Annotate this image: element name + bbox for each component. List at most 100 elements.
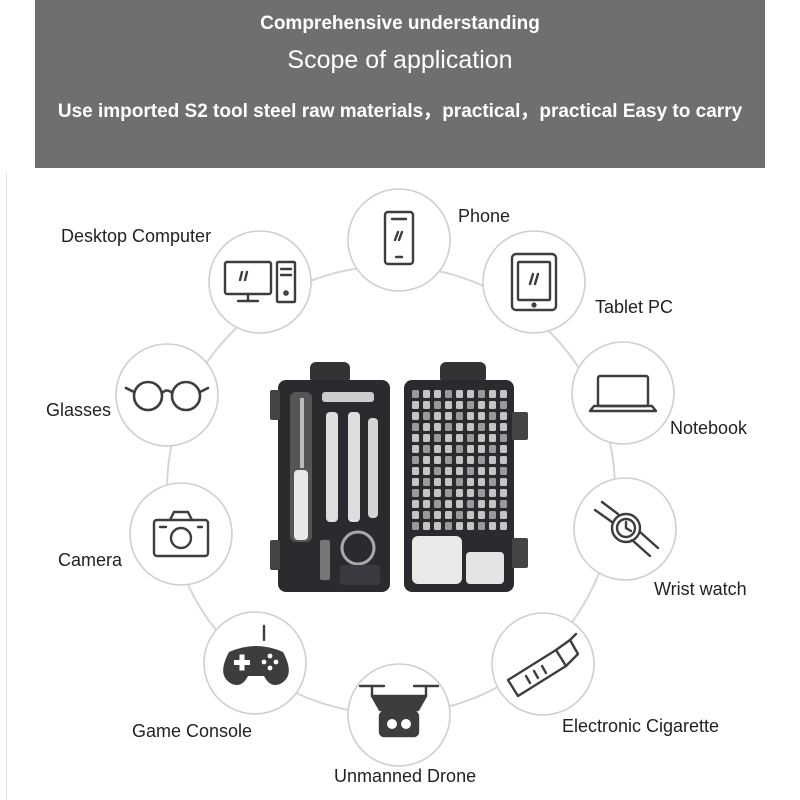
screwdriver-bit: [423, 489, 430, 497]
screwdriver-bit: [500, 500, 507, 508]
screwdriver-bit: [412, 401, 419, 409]
label-notebook: Notebook: [670, 418, 748, 438]
screwdriver-bit: [489, 500, 496, 508]
screwdriver-bit: [445, 401, 452, 409]
banner-tagline: Use imported S2 tool steel raw materials…: [57, 101, 743, 122]
screwdriver-bit: [489, 478, 496, 486]
screwdriver-bit: [434, 423, 441, 431]
screwdriver-bit: [434, 445, 441, 453]
tablet-icon: [510, 252, 558, 312]
screwdriver-bit: [456, 522, 463, 530]
icon-circle-glasses-icon: [115, 343, 219, 447]
screwdriver-bit: [500, 456, 507, 464]
screwdriver-bit: [500, 522, 507, 530]
icon-circle-desktop-computer-icon: [208, 230, 312, 334]
screwdriver-bit: [423, 511, 430, 519]
wristwatch-icon: [593, 500, 660, 558]
screwdriver-bit: [478, 456, 485, 464]
screwdriver-bit: [434, 390, 441, 398]
screwdriver-bit: [489, 390, 496, 398]
screwdriver-bit: [456, 500, 463, 508]
banner-title: Scope of application: [287, 46, 513, 74]
screwdriver-bit: [445, 511, 452, 519]
icon-circle-e-cigarette-icon: [491, 612, 595, 716]
screwdriver-bit: [434, 511, 441, 519]
screwdriver-bit: [467, 434, 474, 442]
screwdriver-bit: [467, 478, 474, 486]
screwdriver-bit: [500, 412, 507, 420]
screwdriver-bit: [456, 456, 463, 464]
screwdriver-bit: [467, 445, 474, 453]
screwdriver-bit: [467, 456, 474, 464]
screwdriver-bit: [445, 390, 452, 398]
glasses-icon: [124, 380, 210, 412]
screwdriver-bit: [478, 467, 485, 475]
gamepad-icon: [223, 624, 289, 685]
screwdriver-bit: [456, 434, 463, 442]
screwdriver-bit: [445, 467, 452, 475]
screwdriver-bit: [467, 467, 474, 475]
label-camera: Camera: [58, 550, 123, 570]
screwdriver-bit: [423, 390, 430, 398]
screwdriver-bit: [445, 456, 452, 464]
screwdriver-bit: [467, 489, 474, 497]
screwdriver-bit: [412, 467, 419, 475]
label-unmanned-drone: Unmanned Drone: [334, 766, 477, 786]
screwdriver-bit: [489, 467, 496, 475]
screwdriver-bit: [445, 478, 452, 486]
screwdriver-bit: [445, 423, 452, 431]
screwdriver-bit: [478, 511, 485, 519]
screwdriver-bit: [478, 401, 485, 409]
screwdriver-bit: [489, 489, 496, 497]
desktop-computer-icon: [223, 260, 297, 304]
screwdriver-bit: [445, 445, 452, 453]
icon-circle-laptop-icon: [571, 341, 675, 445]
screwdriver-bit: [500, 489, 507, 497]
banner-heading: Comprehensive understanding: [260, 13, 540, 34]
screwdriver-bit: [434, 500, 441, 508]
screwdriver-bit: [434, 412, 441, 420]
screwdriver-bit: [456, 445, 463, 453]
screwdriver-bit: [467, 500, 474, 508]
screwdriver-bit: [445, 500, 452, 508]
drone-icon: [358, 684, 440, 738]
screwdriver-bit: [456, 390, 463, 398]
screwdriver-bit: [467, 390, 474, 398]
screwdriver-bit: [489, 434, 496, 442]
screwdriver-bit: [456, 401, 463, 409]
screwdriver-bit: [456, 423, 463, 431]
screwdriver-bit: [467, 412, 474, 420]
screwdriver-bit: [456, 478, 463, 486]
screwdriver-bit: [423, 445, 430, 453]
screwdriver-bit: [456, 467, 463, 475]
screwdriver-bit: [478, 434, 485, 442]
screwdriver-bit: [434, 456, 441, 464]
screwdriver-bit: [412, 412, 419, 420]
screwdriver-bit: [456, 412, 463, 420]
screwdriver-bit: [445, 434, 452, 442]
label-desktop-computer: Desktop Computer: [61, 226, 212, 246]
screwdriver-bit: [434, 489, 441, 497]
frame-line: [6, 172, 7, 800]
screwdriver-bit: [412, 456, 419, 464]
screwdriver-bit: [478, 478, 485, 486]
screwdriver-bit: [489, 412, 496, 420]
screwdriver-bit: [423, 423, 430, 431]
screwdriver-bit: [434, 401, 441, 409]
label-phone: Phone: [458, 206, 511, 226]
label-glasses: Glasses: [46, 400, 112, 420]
screwdriver-bit: [423, 412, 430, 420]
screwdriver-bit: [478, 412, 485, 420]
icon-circle-wristwatch-icon: [573, 477, 677, 581]
icon-circle-camera-icon: [129, 482, 233, 586]
screwdriver-bit: [412, 390, 419, 398]
label-tablet-pc: Tablet PC: [595, 297, 674, 317]
screwdriver-bit: [456, 511, 463, 519]
screwdriver-bit: [412, 511, 419, 519]
screwdriver-bit: [434, 467, 441, 475]
screwdriver-bit: [478, 500, 485, 508]
screwdriver-bit: [500, 401, 507, 409]
screwdriver-bit: [489, 423, 496, 431]
screwdriver-bit: [423, 467, 430, 475]
screwdriver-bit: [500, 511, 507, 519]
